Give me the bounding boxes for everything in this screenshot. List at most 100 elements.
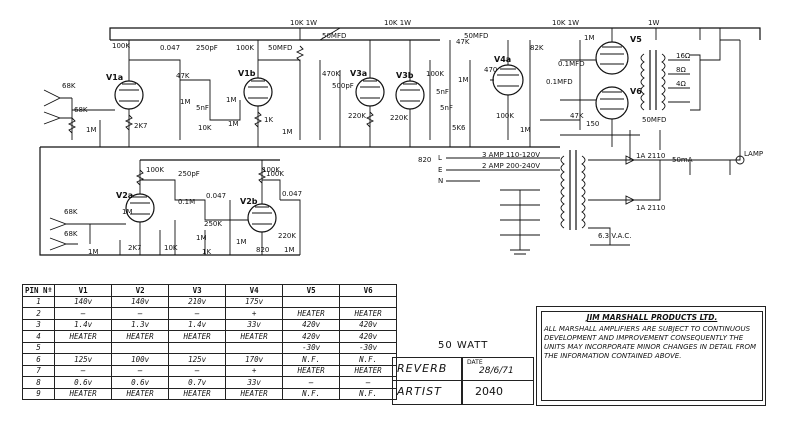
table-row: 8 0.6v 0.6v 0.7v 33v — — [21,376,398,389]
tube-v5 [595,41,629,75]
component-label: 68K [62,82,76,90]
table-cell: 33v [225,376,284,389]
pin-cell: 2 [21,307,56,320]
table-cell [339,295,398,308]
component-label: 100K [426,70,444,78]
tube-v2b [247,203,277,233]
table-cell: 1.4v [168,318,227,331]
title-block: REVERB DATE 28/6/71 ARTIST 2040 [392,357,534,405]
header-cell: V6 [339,284,398,297]
table-cell: -30v [339,341,398,354]
pin-cell: 7 [21,364,56,377]
component-label: 1K [202,248,211,256]
table-cell: 170v [225,353,284,366]
tube-v1b [243,77,273,107]
tube-label-v3b: V3b [396,71,414,80]
table-cell: HEATER [54,330,113,343]
table-cell: — [54,307,113,320]
component-label: 1M [226,96,237,104]
pin-cell: 1 [21,295,56,308]
component-label: 0.1MFD [546,78,573,86]
component-label: 82K [530,44,544,52]
component-label: 10K [198,124,212,132]
tube-label-v1b: V1b [238,69,256,78]
component-label: 1K [264,116,273,124]
component-label: 5nF [436,88,449,96]
table-row: 4 HEATER HEATER HEATER HEATER 420v 420v [21,330,398,343]
tube-label-v2b: V2b [240,197,258,206]
table-cell: — [282,376,341,389]
component-label: 10K 1W [290,19,317,27]
table-cell: HEATER [282,364,341,377]
component-label: 820 [256,246,269,254]
table-cell: 210v [168,295,227,308]
table-cell: — [168,364,227,377]
power-rating: 50 WATT [438,340,489,351]
pin-cell: 8 [21,376,56,389]
header-cell: V2 [111,284,170,297]
table-row: 7 — — — + HEATER HEATER [21,364,398,377]
component-label: 250K [204,220,222,228]
model-name: REVERB [397,362,448,375]
header-cell: V1 [54,284,113,297]
table-cell [282,295,341,308]
table-cell: — [339,376,398,389]
mains-live-label: L [438,154,442,162]
component-label: 10K 1W [384,19,411,27]
component-label: 100K [266,170,284,178]
table-cell: 33v [225,318,284,331]
table-cell: HEATER [168,330,227,343]
component-label: 220K [390,114,408,122]
component-label: 0.1MFD [558,60,585,68]
component-label: 1M [458,76,469,84]
table-cell: 0.6v [111,376,170,389]
table-cell: HEATER [339,307,398,320]
notice-inner: JIM MARSHALL PRODUCTS LTD. ALL MARSHALL … [541,311,763,401]
component-label: 1M [228,120,239,128]
component-label: 1M [122,208,133,216]
component-label: 50MFD [464,32,488,40]
table-cell [225,341,284,354]
component-label: 68K [74,106,88,114]
component-label: 1M [520,126,531,134]
tube-label-v1a: V1a [106,73,123,82]
component-label: LAMP [744,150,763,158]
component-label: 10K [164,244,178,252]
table-cell: + [225,364,284,377]
component-label: 68K [64,230,78,238]
table-cell: HEATER [111,330,170,343]
mains-earth-label: E [438,166,442,174]
component-label: 0.047 [160,44,180,52]
table-cell: HEATER [225,330,284,343]
component-label: 47K [176,72,190,80]
table-cell: — [168,307,227,320]
table-cell: N.F. [339,387,398,400]
tube-v1a [114,80,144,110]
fuse-label-240: 2 AMP 200-240V [482,162,540,170]
voltage-table-header: PIN Nº V1 V2 V3 V4 V5 V6 [21,284,398,297]
table-cell: — [54,364,113,377]
table-cell: HEATER [339,364,398,377]
input-jack-4 [49,237,78,251]
tube-v4a [492,64,524,96]
table-cell: 125v [168,353,227,366]
table-row: 1 140v 140v 210v 175v [21,295,398,308]
component-label: 1A 2110 [636,204,665,212]
header-cell: V5 [282,284,341,297]
tube-v3b [395,80,425,110]
component-label: 100K [262,166,280,174]
pin-cell: 5 [21,341,56,354]
artist-label: ARTIST [397,385,442,398]
component-label: 68K [64,208,78,216]
mains-neutral-label: N [438,177,443,185]
table-cell: 0.7v [168,376,227,389]
table-cell: 140v [111,295,170,308]
component-label: 1M [282,128,293,136]
component-label: 220K [348,112,366,120]
component-label: 2K7 [134,122,148,130]
table-cell [111,341,170,354]
table-cell: N.F. [339,353,398,366]
fuse-label-110: 3 AMP 110-120V [482,151,540,159]
component-label: 10K 1W [552,19,579,27]
table-cell: 420v [339,330,398,343]
